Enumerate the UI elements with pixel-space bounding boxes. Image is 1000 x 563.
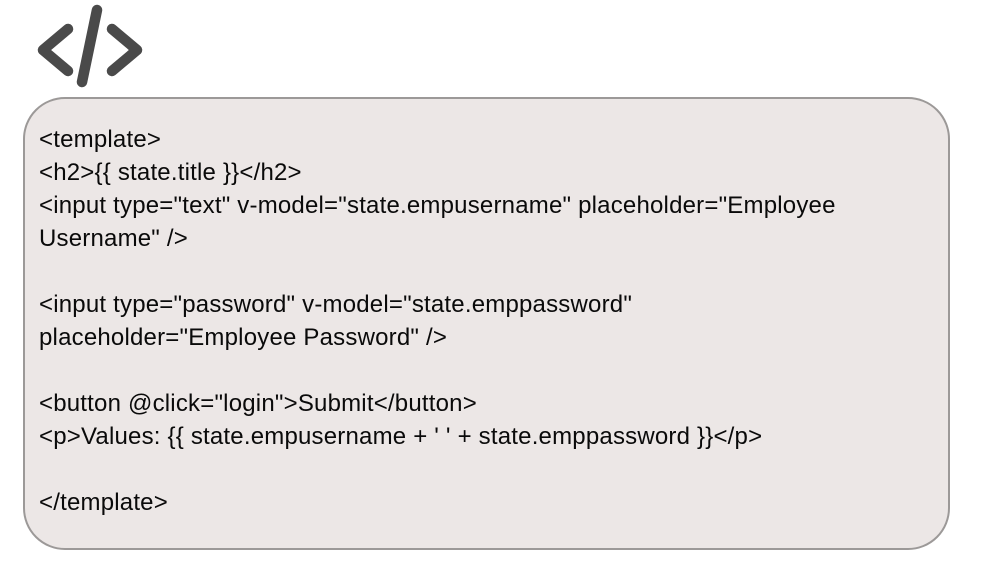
code-line: Username" /> [39,225,188,252]
code-line [39,354,928,387]
code-line [39,453,928,486]
code-line: <button @click="login">Submit</button> [39,390,477,417]
code-icon [36,4,146,88]
code-line: <input type="password" v-model="state.em… [39,291,633,318]
code-line: <p>Values: {{ state.empusername + ' ' + … [39,423,763,450]
code-snippet-card: <template> <h2>{{ state.title }}</h2> <i… [23,97,950,550]
code-line: <input type="text" v-model="state.empuse… [39,192,836,219]
code-line [39,255,928,288]
code-line: placeholder="Employee Password" /> [39,324,448,351]
code-line: <template> [39,126,162,153]
code-line: <h2>{{ state.title }}</h2> [39,159,302,186]
right-angle-bracket-icon [106,23,143,77]
slash-icon [76,4,103,88]
code-line: </template> [39,489,168,516]
left-angle-bracket-icon [37,23,74,77]
